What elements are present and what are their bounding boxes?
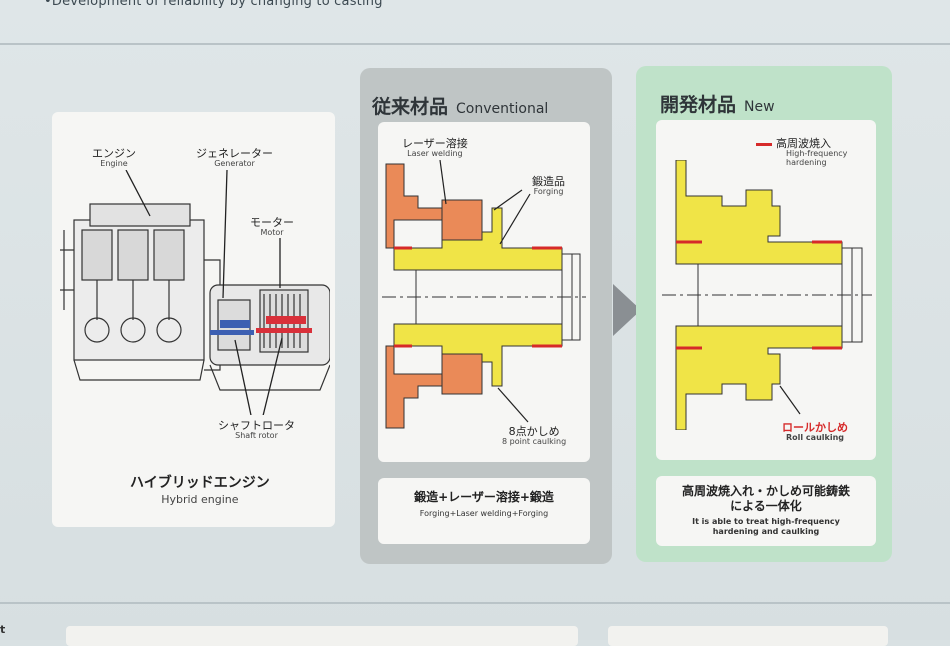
bottom-divider: [0, 602, 950, 604]
engine-cutaway-drawing: [60, 170, 330, 415]
top-divider: [0, 43, 950, 45]
engine-label: エンジン Engine: [92, 147, 136, 169]
forging-label: 鍛造品 Forging: [532, 175, 565, 197]
transition-arrow-icon: [613, 284, 641, 336]
left-edge-mark: t: [0, 623, 6, 636]
hardening-legend: 高周波焼入 High-frequency hardening: [756, 137, 847, 168]
generator-label: ジェネレーター Generator: [196, 147, 273, 169]
conventional-shaft-cross-section: [382, 160, 586, 429]
new-shaft-cross-section: [662, 160, 872, 430]
motor-shaft-rotor-highlight: [266, 316, 306, 324]
next-section-panel-right: [608, 626, 888, 646]
hardening-legend-swatch: [756, 142, 772, 146]
shaft-rotor-label: シャフトロータ Shaft rotor: [218, 419, 295, 441]
generator-shaft-rotor-highlight: [220, 320, 250, 328]
eight-point-caulking-label: 8点かしめ 8 point caulking: [502, 425, 567, 447]
motor-label: モーター Motor: [250, 216, 294, 238]
conventional-process-box: 鍛造+レーザー溶接+鍛造 Forging+Laser welding+Forgi…: [378, 478, 590, 544]
next-section-panel-left: [66, 626, 578, 646]
roll-caulking-label: ロールかしめ Roll caulking: [782, 421, 848, 443]
laser-welding-label: レーザー溶接 Laser welding: [402, 137, 468, 159]
engine-title: ハイブリッドエンジン Hybrid engine: [130, 475, 270, 507]
header-caption: •Development of reliability by changing …: [44, 0, 383, 9]
new-summary-box: 高周波焼入れ・かしめ可能鋳鉄 による一体化 It is able to trea…: [656, 476, 876, 546]
